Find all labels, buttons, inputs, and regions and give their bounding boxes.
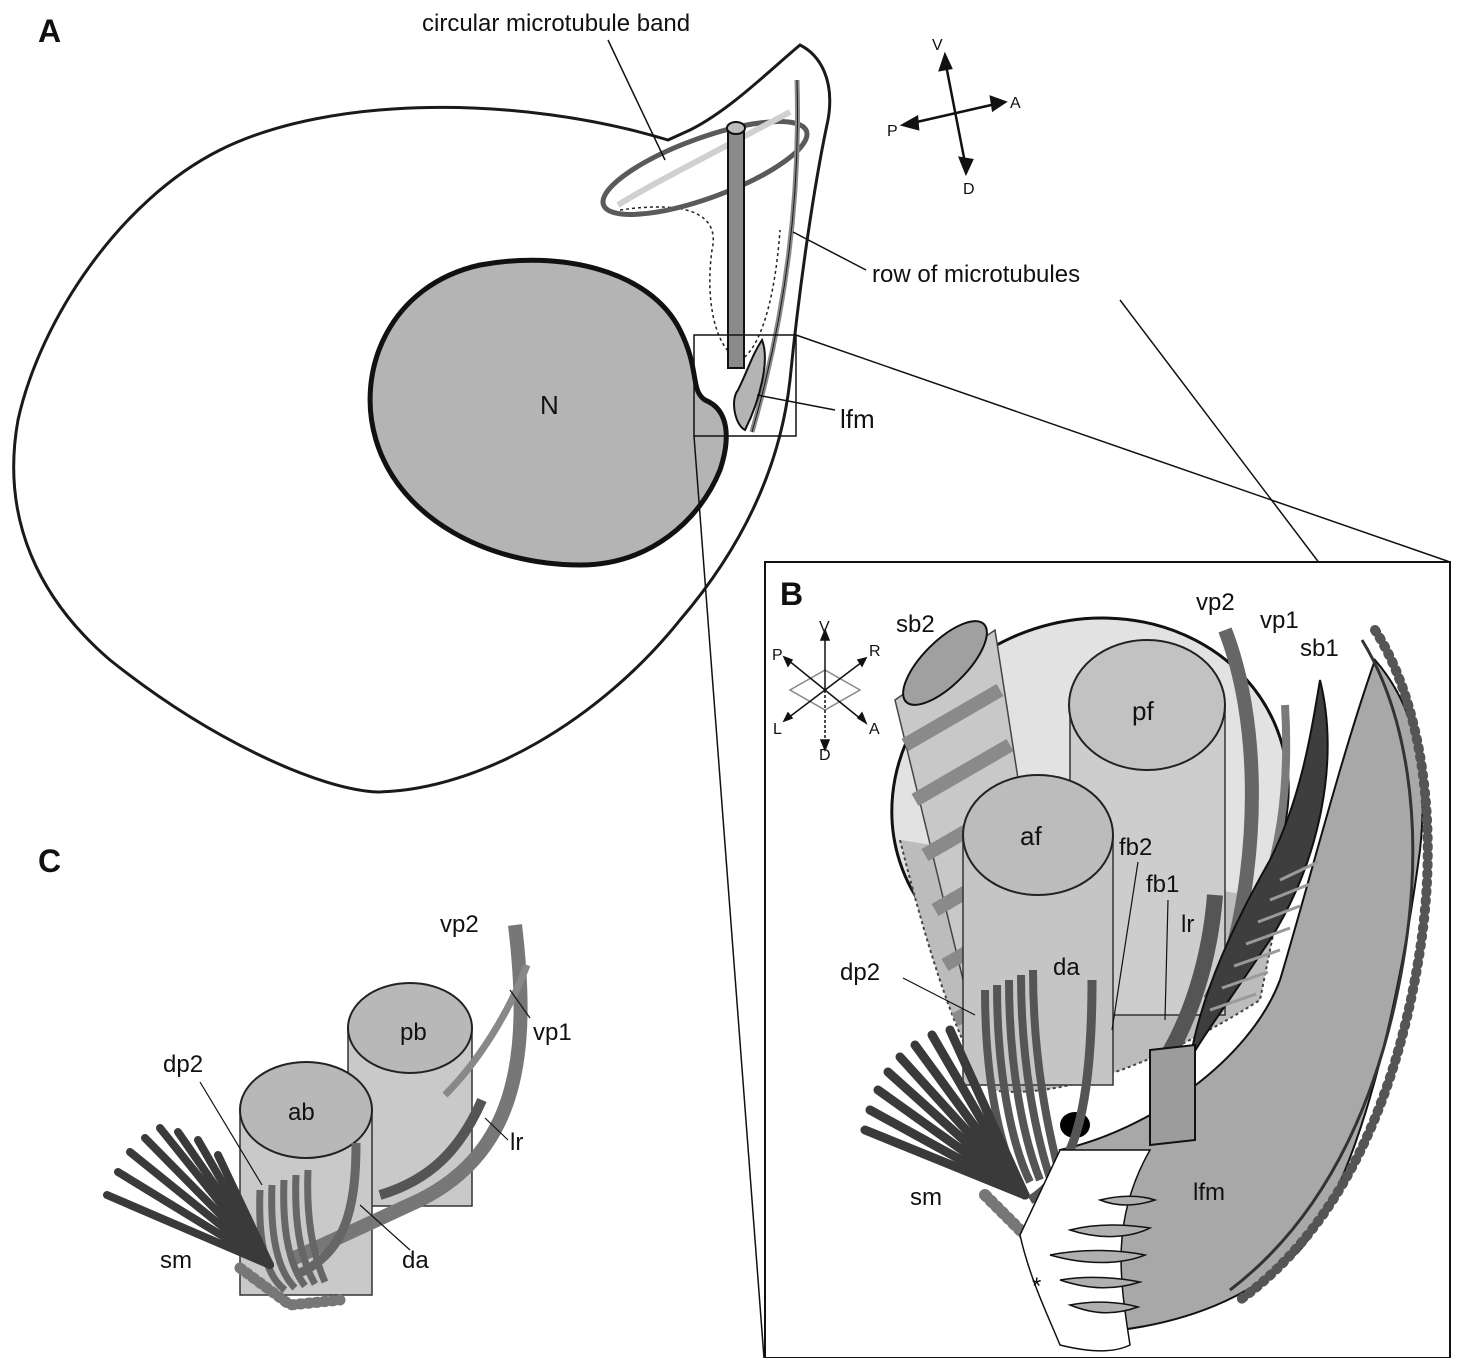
label-dp2-c: dp2 [163,1051,203,1078]
plate-b [1150,1045,1195,1145]
label-dp2-b: dp2 [840,959,880,986]
panel-b-letter: B [780,576,803,612]
compass-b-v: V [819,619,830,636]
label-pf: pf [1132,696,1154,726]
label-lr-c: lr [510,1129,523,1156]
panel-a-letter: A [38,13,61,49]
label-lfm-b: lfm [1193,1179,1225,1206]
label-circular-band: circular microtubule band [422,10,690,37]
compass-b-r: R [869,643,881,660]
label-vp1: vp1 [1260,607,1299,634]
label-asterisk: * [1032,1273,1041,1300]
compass-a [903,55,1005,173]
label-vp1-c: vp1 [533,1019,572,1046]
label-ab: ab [288,1099,315,1126]
label-sb2: sb2 [896,611,935,638]
compass-a-v: V [932,37,943,54]
microtubule-rod [728,128,744,368]
panel-b: B V D P R L A [765,562,1450,1358]
compass-a-d: D [963,181,975,198]
label-lr-b: lr [1181,911,1194,938]
label-lfm-a: lfm [840,404,875,434]
label-sm-c: sm [160,1247,192,1274]
rod-top [727,122,745,134]
panel-c: C pb ab [38,843,572,1305]
compass-b-l: L [773,721,782,738]
label-sm-b: sm [910,1184,942,1211]
label-af: af [1020,821,1042,851]
label-fb1: fb1 [1146,871,1179,898]
panel-c-letter: C [38,843,61,879]
zoom-connector-top [796,335,1450,562]
compass-b-a: A [869,721,880,738]
zoom-connector-bottom [694,436,764,1358]
label-fb2: fb2 [1119,834,1152,861]
compass-b-d: D [819,747,831,764]
label-pb: pb [400,1019,427,1046]
label-row-microtubules: row of microtubules [872,261,1080,288]
compass-b-p: P [772,647,783,664]
label-da-c: da [402,1247,429,1274]
nucleus-label: N [540,390,559,420]
label-da-b: da [1053,954,1080,981]
compass-a-a: A [1010,95,1021,112]
label-sb1: sb1 [1300,635,1339,662]
label-vp2-c: vp2 [440,911,479,938]
compass-a-p: P [887,123,898,140]
label-vp2: vp2 [1196,589,1235,616]
